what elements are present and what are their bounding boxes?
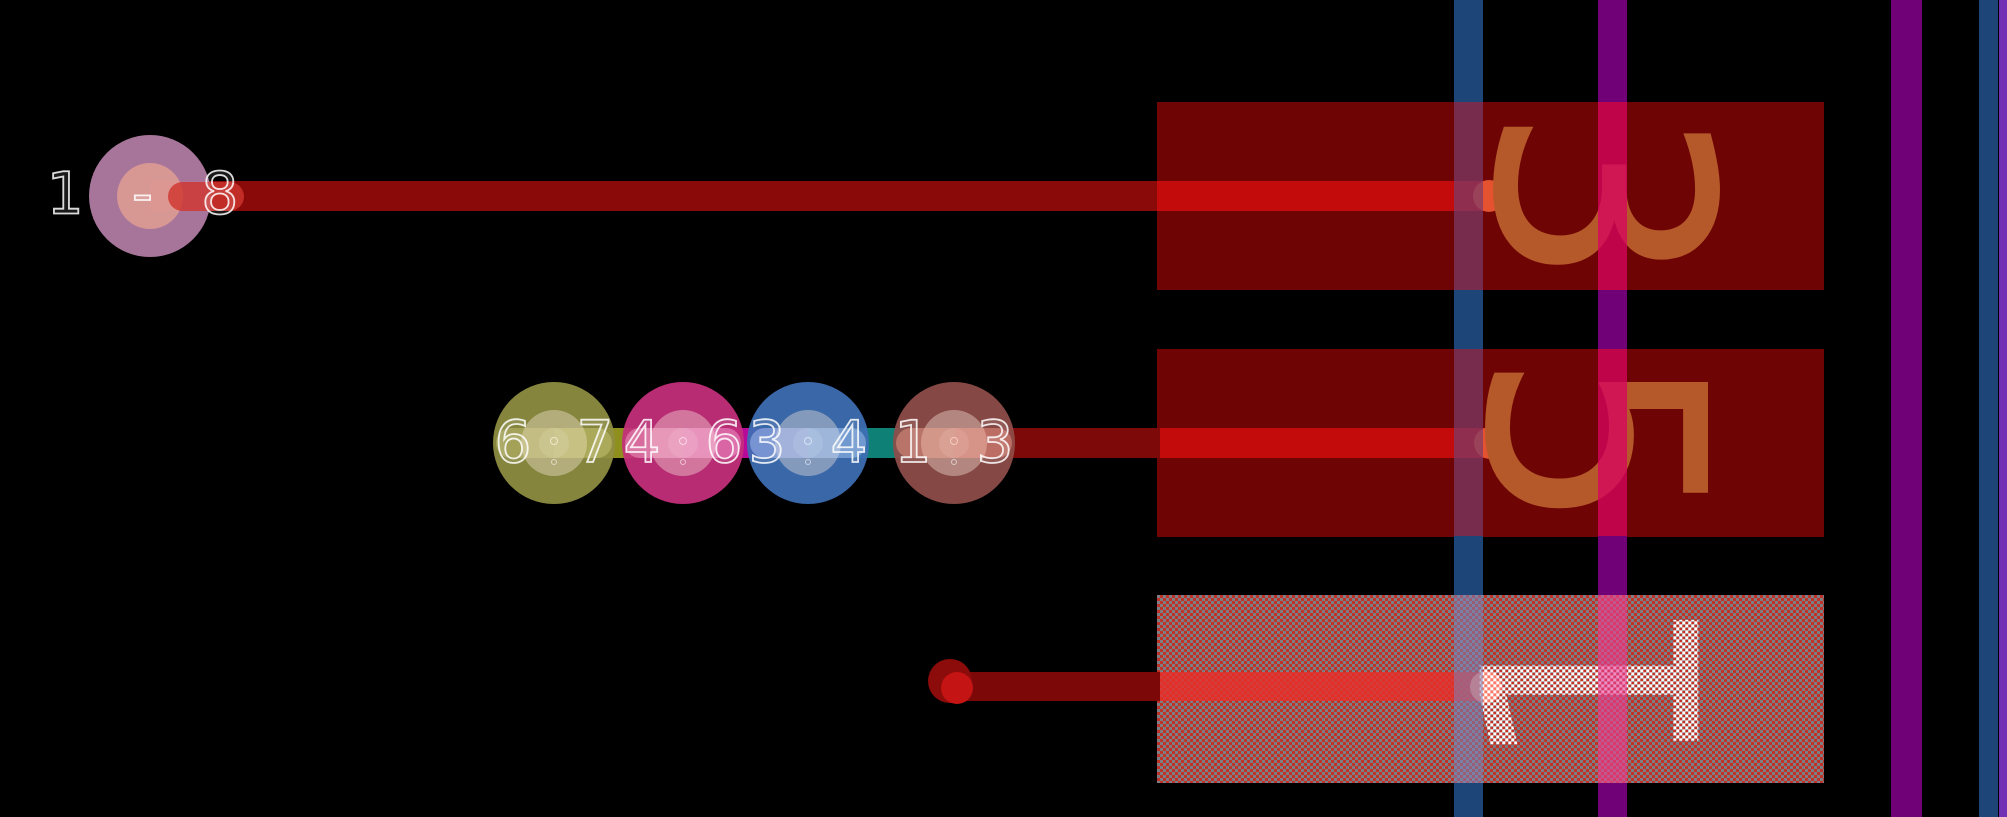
vertical-track-purple-left[interactable] (1598, 0, 1627, 817)
via-pad-1-3[interactable]: 1 3 (893, 382, 1015, 504)
smd-pad-number-1: 1 (1420, 599, 1769, 781)
via-drill-dot (805, 459, 811, 465)
trace-middle-bright-segment[interactable] (1160, 428, 1507, 458)
via-drill-dot (679, 437, 687, 445)
via-layer-to: 6 (705, 407, 744, 476)
trace-bottom-start-via-dot[interactable] (941, 672, 973, 704)
via-layer-to: 4 (830, 407, 869, 476)
trace-over-pad-highlight (168, 182, 244, 211)
smd-pad-number-5: 5 (1418, 351, 1767, 533)
via-layer-from: 4 (623, 407, 662, 476)
trace-over-pad-highlight (750, 428, 866, 458)
via-layer-from: 6 (494, 407, 533, 476)
vertical-track-purple-right[interactable] (1891, 0, 1922, 817)
via-drill-dot (951, 459, 957, 465)
trace-over-pad-highlight (896, 428, 1012, 458)
via-drill-dot (950, 437, 958, 445)
via-pad-6-7[interactable]: 6 7 (493, 382, 615, 504)
via-drill-dot (680, 459, 686, 465)
via-pad-3-4[interactable]: 3 4 (747, 382, 869, 504)
trace-top-dark-red[interactable] (150, 181, 1157, 211)
trace-bottom-bright-segment[interactable] (1160, 672, 1500, 701)
via-layer-from: 3 (748, 407, 787, 476)
trace-bottom-dark-red[interactable] (950, 672, 1160, 701)
via-layer-from: 1 (894, 407, 933, 476)
via-drill-dot (551, 459, 557, 465)
trace-over-pad-highlight (625, 428, 741, 458)
via-drill-dot (550, 437, 558, 445)
via-drill-dot (804, 437, 812, 445)
trace-over-pad-highlight (496, 428, 612, 458)
pad-layer-label: 1 - 8 (46, 159, 254, 228)
vertical-track-blue-right[interactable] (1979, 0, 1998, 817)
via-layer-to: 7 (576, 407, 615, 476)
via-layer-to: 3 (976, 407, 1015, 476)
vertical-track-violet-edge[interactable] (1999, 0, 2007, 817)
trace-top-bright-segment[interactable] (1157, 181, 1506, 211)
via-pad-4-6[interactable]: 4 6 (622, 382, 744, 504)
vertical-track-blue-left[interactable] (1454, 0, 1483, 817)
through-pad-1-8[interactable]: 1 - 8 (46, 135, 239, 257)
